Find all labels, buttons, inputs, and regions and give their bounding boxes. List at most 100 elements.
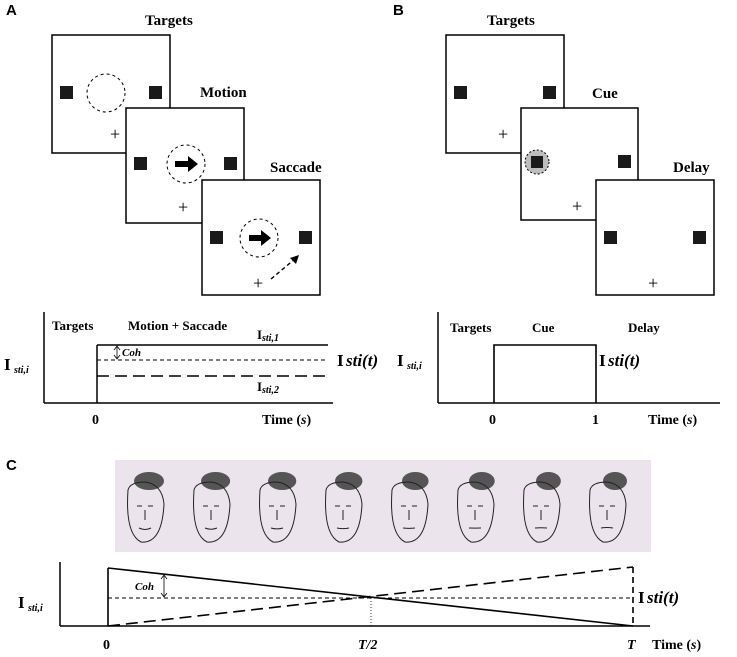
face-outline — [259, 481, 297, 543]
series-label-isti2-sub: sti,2 — [261, 385, 279, 396]
series-increasing-c — [107, 566, 634, 627]
face-outline — [523, 481, 561, 543]
series-pulse-istit — [493, 344, 597, 403]
faces-group — [127, 472, 627, 543]
y-axis-label-sub-a: sti,i — [13, 365, 29, 376]
series-decreasing-c — [107, 567, 634, 627]
target-square — [210, 231, 223, 244]
face-outline — [391, 481, 429, 543]
target-square — [454, 86, 467, 99]
hair-shape — [335, 472, 363, 490]
coh-arrowhead-up-icon — [113, 345, 121, 351]
face-outline — [193, 481, 231, 543]
target-square — [693, 231, 706, 244]
fixation-cross: + — [648, 273, 658, 293]
coh-arrowhead-up-icon — [160, 574, 168, 580]
face-features — [401, 505, 417, 529]
target-square — [60, 86, 73, 99]
face-sketch — [457, 472, 495, 543]
aperture-circle — [239, 218, 279, 258]
frame-title-targets-a: Targets — [145, 13, 193, 29]
tick-1-b: 1 — [592, 413, 599, 428]
face-outline — [589, 481, 627, 543]
fixation-cross: + — [498, 124, 508, 144]
hair-shape — [268, 472, 297, 490]
fixation-cross: + — [110, 124, 120, 144]
hair-shape — [402, 472, 429, 490]
target-square — [618, 155, 631, 168]
series-label-istit-c: I — [638, 588, 645, 607]
y-axis-label-b: I — [397, 351, 404, 370]
frame-title-motion: Motion — [200, 85, 247, 101]
aperture-circle — [166, 144, 206, 184]
face-outline — [127, 481, 165, 543]
panel-b-letter: B — [393, 2, 404, 19]
tick-0-c: 0 — [103, 638, 110, 653]
hair-shape — [201, 472, 231, 490]
target-square — [149, 86, 162, 99]
frame-title-cue: Cue — [592, 86, 618, 102]
face-features — [335, 505, 351, 530]
series-label-istit-a-sub: sti(t) — [345, 351, 378, 370]
tick-half-c: T/2 — [358, 638, 377, 653]
coh-arrowhead-down-icon — [113, 354, 121, 360]
hair-shape — [603, 472, 627, 490]
face-sketch — [325, 472, 363, 543]
frame-title-delay: Delay — [673, 160, 710, 176]
face-strip-background — [115, 460, 651, 552]
tick-t-c: T — [627, 638, 637, 653]
x-axis-label-b: Time (s) — [648, 413, 697, 428]
target-square — [543, 86, 556, 99]
face-sequence-image — [115, 460, 651, 552]
series-label-isti1-sub: sti,1 — [261, 333, 279, 344]
phase-label-cue: Cue — [532, 320, 555, 335]
phase-label-delay: Delay — [628, 320, 660, 335]
coh-arrowhead-down-icon — [160, 592, 168, 598]
saccade-arrow-line — [270, 257, 297, 280]
series-label-istit-a: I — [337, 351, 344, 370]
face-features — [269, 505, 285, 530]
face-sketch — [127, 472, 165, 543]
series-label-istit-c-sub: sti(t) — [646, 588, 679, 607]
series-label-istit-b: I — [599, 351, 606, 370]
tick-0-a: 0 — [92, 413, 99, 428]
face-features — [203, 505, 219, 530]
hair-shape — [469, 472, 495, 490]
saccade-arrow-icon — [290, 255, 299, 264]
phase-label-motion-saccade: Motion + Saccade — [128, 318, 227, 333]
face-sketch — [193, 472, 231, 543]
target-square — [224, 157, 237, 170]
fixation-cross: + — [253, 273, 263, 293]
phase-label-targets-a: Targets — [52, 318, 93, 333]
aperture-circle — [86, 73, 126, 113]
phase-label-targets-b: Targets — [450, 320, 491, 335]
face-features — [599, 505, 615, 529]
face-outline — [457, 481, 495, 543]
motion-arrow-icon — [249, 230, 271, 246]
series-label-istit-b-sub: sti(t) — [607, 351, 640, 370]
y-axis-label-sub-b: sti,i — [406, 361, 422, 372]
panel-a-letter: A — [6, 2, 17, 19]
target-square — [134, 157, 147, 170]
series-label-isti2: I — [257, 379, 262, 394]
coh-label-c: Coh — [135, 581, 154, 593]
frame-title-targets-b: Targets — [487, 13, 535, 29]
face-sketch — [391, 472, 429, 543]
y-axis-label-a: I — [4, 355, 11, 374]
face-sketch — [589, 472, 627, 543]
frame-title-saccade: Saccade — [270, 160, 322, 176]
face-features — [137, 505, 153, 530]
face-sketch — [523, 472, 561, 543]
panel-c-letter: C — [6, 457, 17, 474]
face-outline — [325, 481, 363, 543]
target-square — [604, 231, 617, 244]
hair-shape — [536, 472, 561, 490]
target-square-cued — [531, 156, 543, 168]
x-axis-label-c: Time (s) — [652, 638, 701, 653]
y-axis-label-c: I — [18, 593, 25, 612]
target-square — [299, 231, 312, 244]
face-features — [533, 505, 549, 529]
tick-0-b: 0 — [489, 413, 496, 428]
coh-label-a: Coh — [122, 347, 141, 359]
